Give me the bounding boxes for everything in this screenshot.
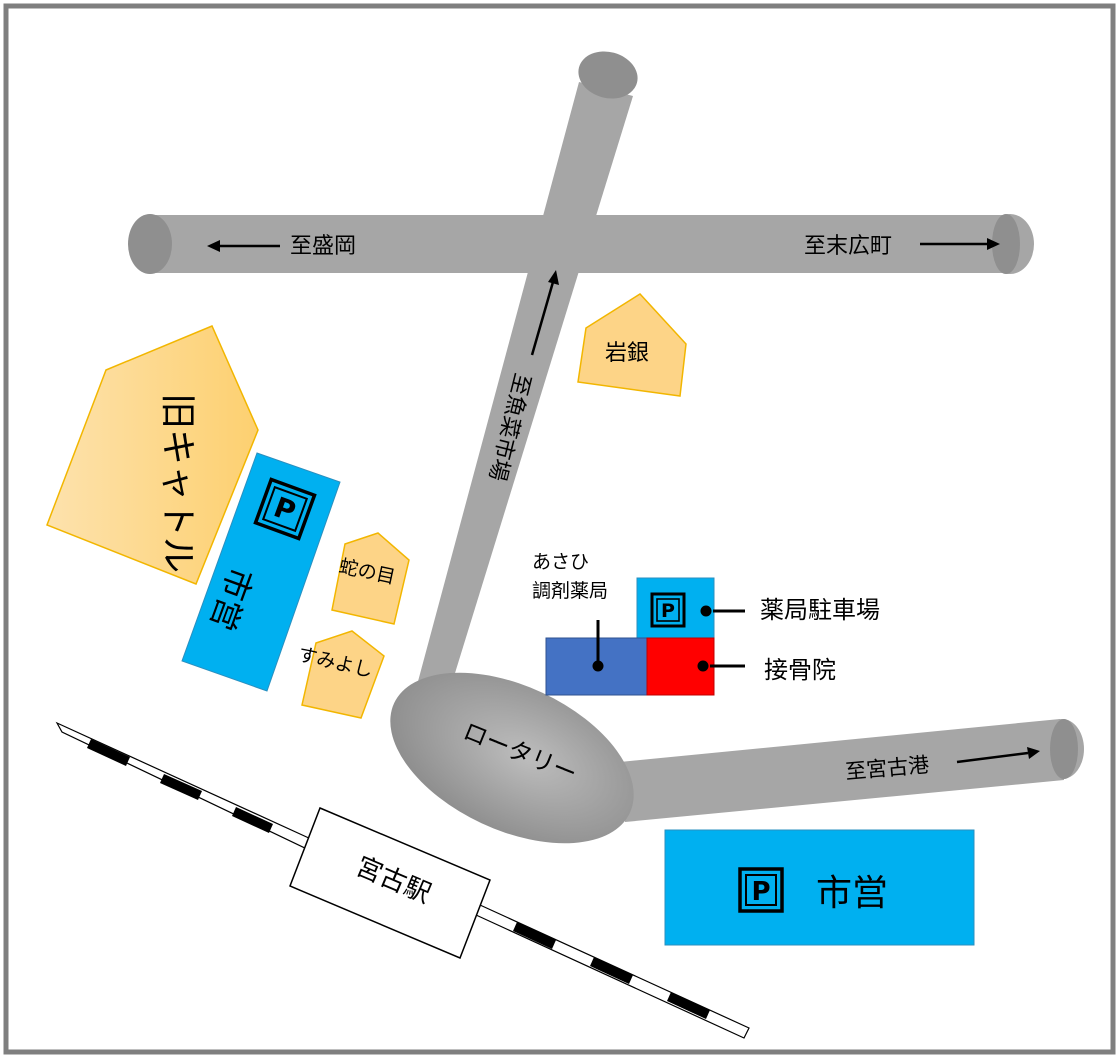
building-janome: 蛇の目 xyxy=(331,532,410,625)
iwagin-label: 岩銀 xyxy=(605,341,649,366)
bonesetter-clinic: 接骨院 xyxy=(646,637,836,696)
bonesetter-label: 接骨院 xyxy=(764,656,836,684)
parking-symbol: P xyxy=(751,877,770,907)
asahi-pharmacy: あさひ 調剤薬局 xyxy=(532,551,648,696)
arrow-right-icon xyxy=(987,238,1000,250)
road-to-port xyxy=(620,719,1084,822)
parking-symbol: P xyxy=(661,600,675,622)
building-iwagin: 岩銀 xyxy=(577,293,687,397)
parking-icon: P xyxy=(650,592,686,628)
arrow-up-icon xyxy=(548,270,559,285)
rotary xyxy=(390,672,634,844)
building-former-cattle: 旧キャトル xyxy=(46,325,259,585)
arrow-right-icon xyxy=(1027,747,1040,759)
former-cattle-label: 旧キャトル xyxy=(157,393,198,573)
arrow-left-icon xyxy=(207,240,220,252)
municipal-parking-left: P 市営 xyxy=(181,452,341,692)
label-to-morioka: 至盛岡 xyxy=(290,234,356,259)
direction-suehirocho: 至末広町 xyxy=(804,234,1000,259)
municipal-right-label: 市営 xyxy=(816,873,888,914)
municipal-parking-right: P 市営 xyxy=(664,829,975,946)
building-sumiyoshi: すみよし xyxy=(296,630,385,719)
parking-icon: P xyxy=(738,867,784,913)
label-to-suehirocho: 至末広町 xyxy=(804,234,892,259)
direction-miyako-port: 至宮古港 xyxy=(844,747,1040,784)
pharmacy-name-line2: 調剤薬局 xyxy=(532,580,608,602)
pharmacy-parking-label: 薬局駐車場 xyxy=(760,596,880,624)
direction-morioka: 至盛岡 xyxy=(207,234,356,259)
pharmacy-parking: P 薬局駐車場 xyxy=(636,577,880,639)
road-east-west xyxy=(128,214,1034,274)
miyako-station: 宮古駅 xyxy=(289,807,491,959)
railway-track xyxy=(55,721,750,1039)
pharmacy-name-line1: あさひ xyxy=(532,551,589,573)
